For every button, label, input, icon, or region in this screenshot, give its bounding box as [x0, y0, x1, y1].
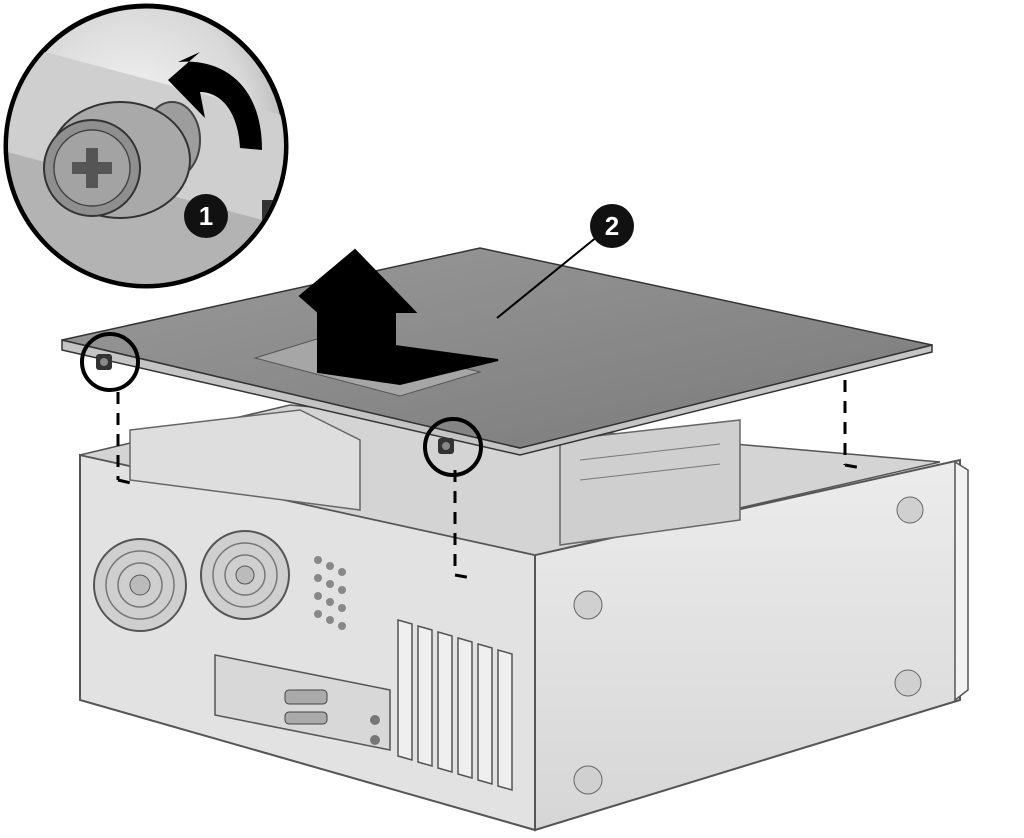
- parallel-port: [284, 711, 328, 725]
- power-supply: [129, 409, 361, 511]
- fan-icon: [93, 538, 187, 632]
- side-panel: [534, 458, 961, 832]
- thumbscrew-icon: [96, 354, 112, 370]
- callout-2-number: 2: [605, 211, 619, 241]
- screw-highlight-1: [80, 332, 140, 392]
- thumbscrew-icon: [43, 101, 191, 219]
- side-foot-1: [573, 590, 603, 620]
- side-foot-3: [573, 765, 603, 795]
- thumbscrew-detail-view: [3, 3, 289, 289]
- callout-2: 2: [590, 204, 634, 248]
- computer-chassis: [79, 404, 969, 832]
- front-bezel: [954, 460, 969, 702]
- side-foot-4: [894, 669, 922, 697]
- callout-2-leader: [496, 235, 599, 319]
- drive-cage: [559, 419, 741, 546]
- serial-port: [284, 689, 328, 705]
- fan-icon: [200, 530, 290, 620]
- callout-1-number: 1: [199, 201, 213, 231]
- screw-highlight-2: [423, 417, 483, 477]
- side-foot-2: [896, 496, 924, 524]
- expansion-slots: [397, 619, 513, 791]
- rotation-arrow-icon: [168, 52, 262, 150]
- lift-arrow-icon: [298, 248, 499, 386]
- alignment-guides: [116, 380, 863, 580]
- audio-jack: [370, 715, 380, 725]
- callout-1: 1: [184, 194, 228, 238]
- thumbscrew-icon: [438, 438, 454, 454]
- audio-jack: [370, 735, 380, 745]
- vent-grille: [314, 556, 346, 630]
